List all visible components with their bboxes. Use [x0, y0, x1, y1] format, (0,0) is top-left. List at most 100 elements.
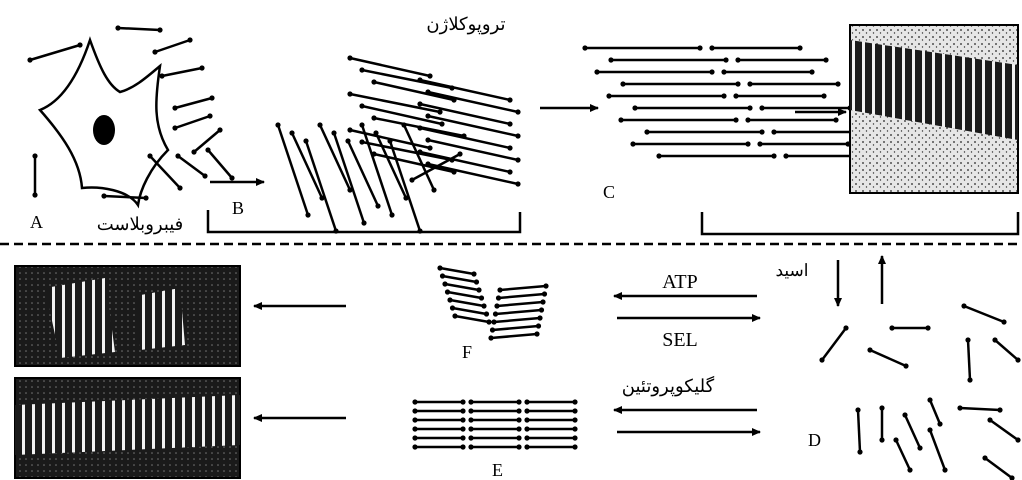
molecule	[992, 337, 1021, 363]
molecule	[524, 417, 578, 423]
label-acid: اسید	[775, 261, 808, 280]
molecule	[492, 307, 545, 317]
cell-nucleus	[93, 115, 115, 145]
molecule	[442, 281, 482, 293]
molecule	[401, 122, 437, 193]
label-atp: ATP	[662, 271, 698, 293]
molecule	[191, 127, 223, 155]
molecule	[524, 444, 578, 450]
molecule	[524, 408, 578, 414]
molecule	[594, 69, 715, 75]
molecule	[32, 153, 38, 198]
procollagen-molecules-a	[27, 25, 235, 201]
molecule	[447, 297, 487, 309]
molecule	[747, 81, 841, 87]
molecule	[387, 138, 423, 234]
molecule	[468, 426, 522, 432]
molecule	[452, 313, 492, 325]
molecule	[489, 323, 542, 333]
molecule	[345, 138, 381, 209]
molecule	[172, 95, 215, 111]
molecule	[957, 405, 1003, 413]
molecule	[417, 125, 513, 151]
molecule	[889, 325, 931, 331]
molecule	[982, 455, 1015, 480]
native-fibril-micrograph	[14, 377, 241, 479]
molecule	[412, 435, 466, 441]
molecule	[733, 93, 827, 99]
molecule	[27, 42, 83, 63]
molecule	[412, 399, 466, 405]
molecule	[488, 331, 540, 341]
molecule	[417, 149, 513, 175]
molecule	[819, 325, 849, 363]
label-d: D	[808, 430, 821, 450]
molecule	[494, 299, 546, 309]
label-a: A	[30, 212, 43, 232]
molecule	[495, 291, 548, 301]
molecule	[867, 347, 909, 369]
molecule	[468, 417, 522, 423]
molecule	[468, 408, 522, 414]
molecule	[175, 153, 208, 179]
molecule	[147, 153, 183, 191]
molecule	[468, 435, 522, 441]
segment-aggregates-f	[437, 265, 549, 341]
molecule	[425, 89, 521, 115]
label-e: E	[492, 460, 503, 480]
molecule	[709, 45, 803, 51]
label-f: F	[462, 342, 472, 362]
label-fibroblast: فیبروبلاست	[97, 214, 184, 235]
molecule	[721, 69, 815, 75]
molecule	[347, 91, 443, 115]
molecule	[902, 412, 923, 451]
molecule	[468, 444, 522, 450]
molecule	[644, 129, 765, 135]
molecule	[757, 141, 851, 147]
molecule	[497, 283, 549, 293]
molecule	[425, 113, 521, 139]
molecule	[855, 407, 863, 455]
molecule	[927, 397, 943, 427]
molecule	[656, 153, 777, 159]
molecule	[347, 55, 433, 79]
molecule	[412, 426, 466, 432]
molecule	[745, 117, 839, 123]
molecule	[159, 65, 205, 79]
molecule	[152, 37, 193, 55]
molecule	[582, 45, 703, 51]
molecule	[409, 151, 463, 183]
molecule	[524, 435, 578, 441]
molecule	[879, 405, 885, 443]
label-sel: SEL	[662, 329, 698, 351]
fibroblast-cell	[37, 36, 170, 209]
molecule	[927, 427, 948, 473]
molecule	[961, 303, 1007, 325]
label-tropocollagen: تروپوکلاژن	[426, 14, 505, 35]
molecule	[275, 122, 311, 218]
molecule	[331, 130, 367, 226]
molecule	[205, 147, 235, 181]
molecule	[412, 417, 466, 423]
tropocollagen-molecules-b	[275, 55, 521, 234]
molecule	[630, 141, 751, 147]
aligned-molecules-c	[582, 45, 877, 159]
molecule	[101, 193, 149, 201]
molecule	[412, 444, 466, 450]
label-glycoprotein: گلیکوپروتئین	[622, 375, 715, 397]
molecule	[618, 117, 739, 123]
molecule	[425, 137, 521, 163]
molecule	[735, 57, 829, 63]
molecule	[317, 122, 353, 193]
molecule	[987, 417, 1021, 443]
molecule	[417, 101, 513, 127]
molecule	[524, 426, 578, 432]
molecule	[444, 289, 485, 301]
molecule	[608, 57, 729, 63]
dispersed-molecules-d	[819, 303, 1021, 480]
bracket-c	[700, 212, 1020, 236]
molecule	[359, 122, 395, 218]
molecule	[620, 81, 741, 87]
